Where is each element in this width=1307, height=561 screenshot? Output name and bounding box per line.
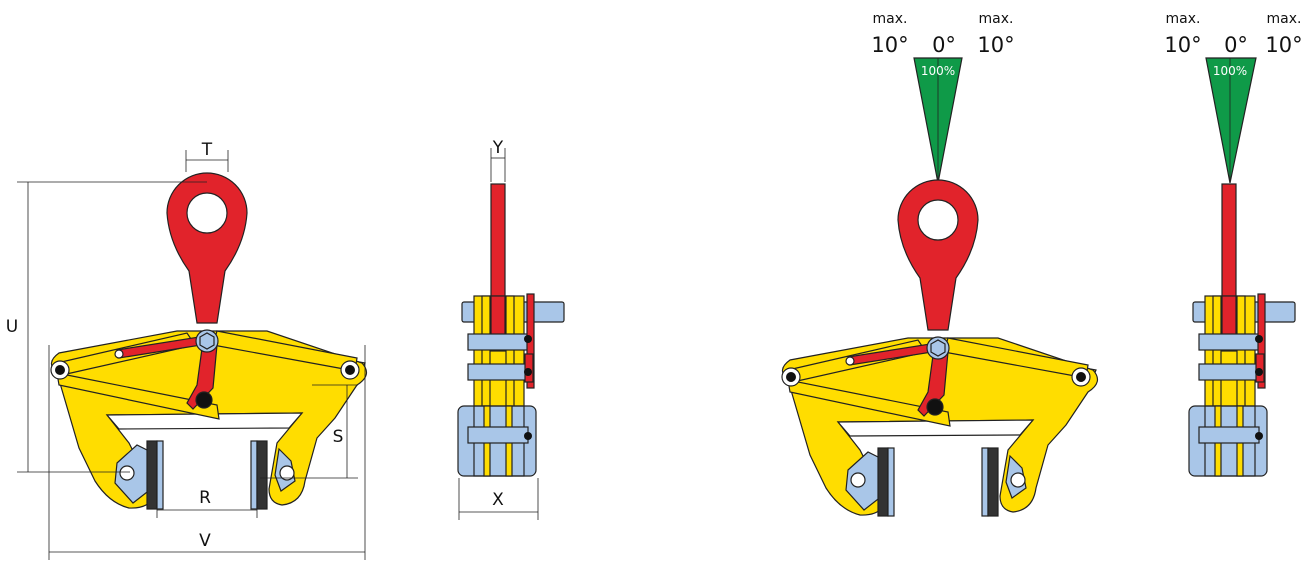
dimension-u-label: U xyxy=(6,317,18,337)
left-max-label: max. xyxy=(1166,11,1201,27)
dimension-x-label: X xyxy=(492,490,504,510)
dimension-r-label: R xyxy=(199,488,211,508)
center-angle-label: 0° xyxy=(1224,33,1248,57)
tilt-cone xyxy=(1205,57,1257,184)
left-max-label: max. xyxy=(873,11,908,27)
capacity-label: 100% xyxy=(1213,64,1247,78)
side-tilt-view: 100% max. 10° 0° max. 10° xyxy=(1164,11,1303,477)
front-view: T U S R V xyxy=(6,140,368,560)
dimension-v-label: V xyxy=(199,531,211,551)
left-angle-label: 10° xyxy=(871,33,908,57)
front-tilt-view: 100% max. 10° 0° max. 10° xyxy=(781,11,1099,517)
right-max-label: max. xyxy=(979,11,1014,27)
dimension-y-label: Y xyxy=(492,138,504,158)
left-angle-label: 10° xyxy=(1164,33,1201,57)
dimension-s-label: S xyxy=(333,427,344,447)
right-angle-label: 10° xyxy=(1265,33,1302,57)
side-view: Y X xyxy=(457,138,565,520)
center-angle-label: 0° xyxy=(932,33,956,57)
capacity-label: 100% xyxy=(921,64,955,78)
right-max-label: max. xyxy=(1267,11,1302,27)
dimension-t-label: T xyxy=(201,140,213,160)
right-angle-label: 10° xyxy=(977,33,1014,57)
